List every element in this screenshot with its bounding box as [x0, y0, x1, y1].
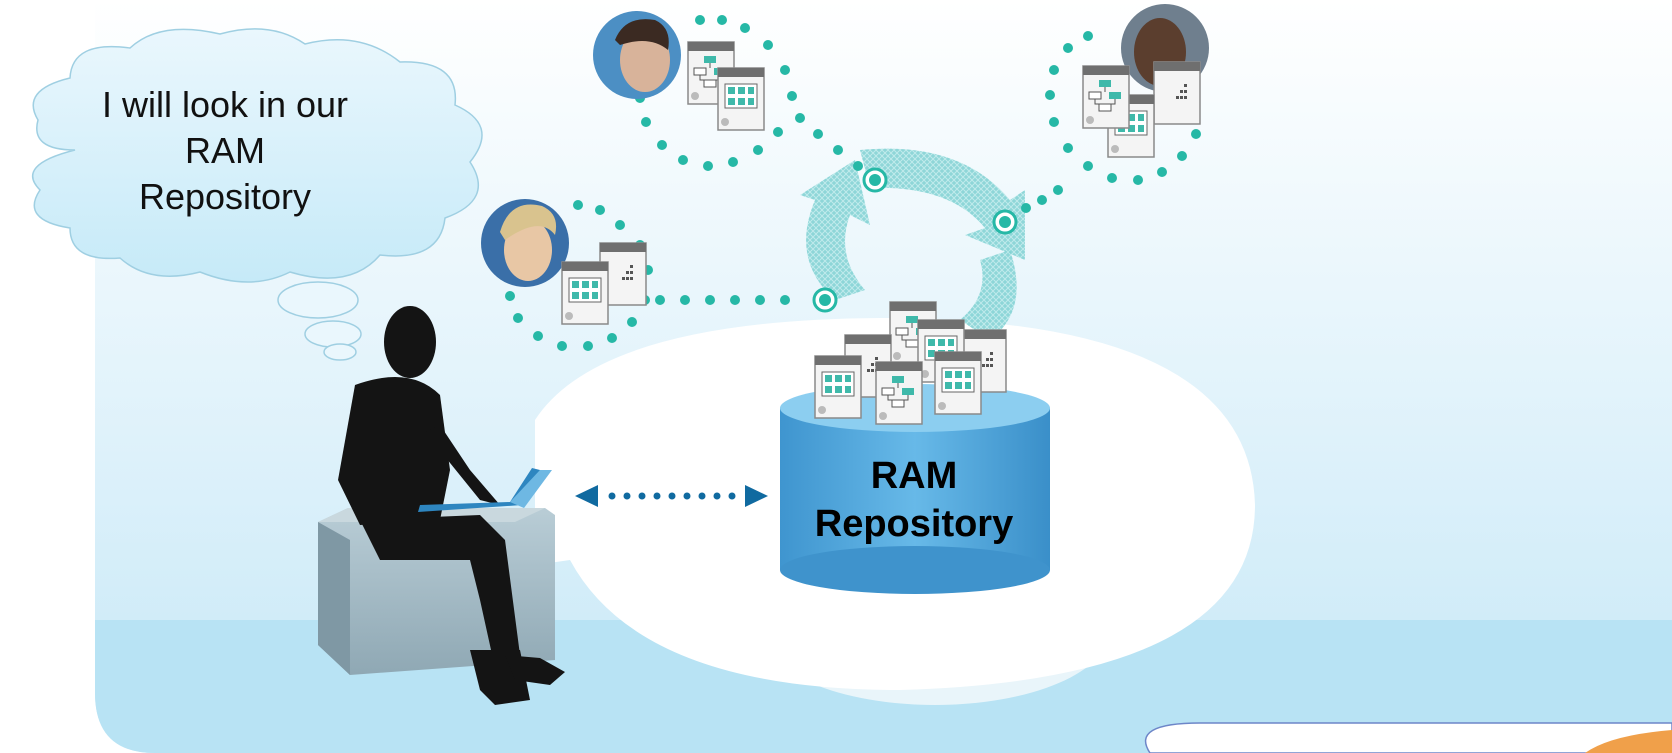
avatar-teammate-top-left — [593, 11, 681, 99]
thought-cloud — [31, 28, 483, 361]
repository-label-line-1: RAM — [870, 455, 958, 497]
thought-bubble-text: I will look in our RAM Repository — [60, 82, 390, 220]
junction-nodes — [812, 167, 1018, 313]
avatar-teammate-left — [481, 199, 569, 287]
repository-label: RAM Repository — [778, 452, 1050, 548]
thought-line-2: RAM — [185, 130, 265, 171]
repository-label-line-2: Repository — [814, 503, 1014, 545]
silhouette-laptop-icon — [318, 306, 565, 705]
corner-panel — [1144, 722, 1672, 753]
circular-arrows-icon — [800, 148, 1025, 340]
bidirectional-arrow-icon — [575, 485, 768, 507]
thought-line-3: Repository — [138, 176, 312, 217]
thought-line-1: I will look in our — [101, 84, 349, 125]
